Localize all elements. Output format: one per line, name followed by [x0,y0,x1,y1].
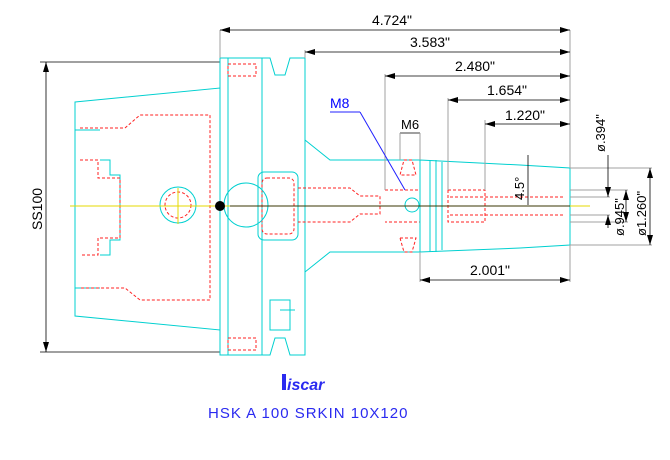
dim-length-2: 3.583" [410,34,450,50]
dim-collet-length: 2.001" [470,262,510,278]
datum-marker [215,201,225,211]
shank-label: SS100 [29,188,45,230]
dim-dia-small: ø.394" [593,114,608,152]
angle-dimension: 4.5° [512,155,529,205]
diameter-dimensions: ø.394" ø.945" ø1.260" [570,114,653,246]
callout-m8: M8 [330,95,350,111]
dim-dia-large: ø1.260" [634,191,649,236]
iscar-logo: iscar [282,374,325,394]
ss100-dimension: SS100 [29,61,220,353]
bottom-dimension: 2.001" [419,245,571,283]
dim-overall-length: 4.724" [372,12,412,28]
dim-dia-mid: ø.945" [612,198,627,236]
dim-angle: 4.5° [512,177,527,200]
callout-m6: M6 [401,117,419,132]
m8-callout: M8 [330,95,406,191]
centerline [70,188,590,224]
part-caption: HSK A 100 SRKIN 10X120 [208,405,408,422]
dim-length-4: 1.654" [487,82,527,98]
hsk-shank [74,87,221,331]
logo-text: iscar [287,377,325,394]
dim-length-3: 2.480" [455,58,495,74]
dim-length-5: 1.220" [505,107,545,123]
top-dimensions: 4.724" 3.583" 2.480" 1.654" 1.220" M6 [219,12,571,190]
